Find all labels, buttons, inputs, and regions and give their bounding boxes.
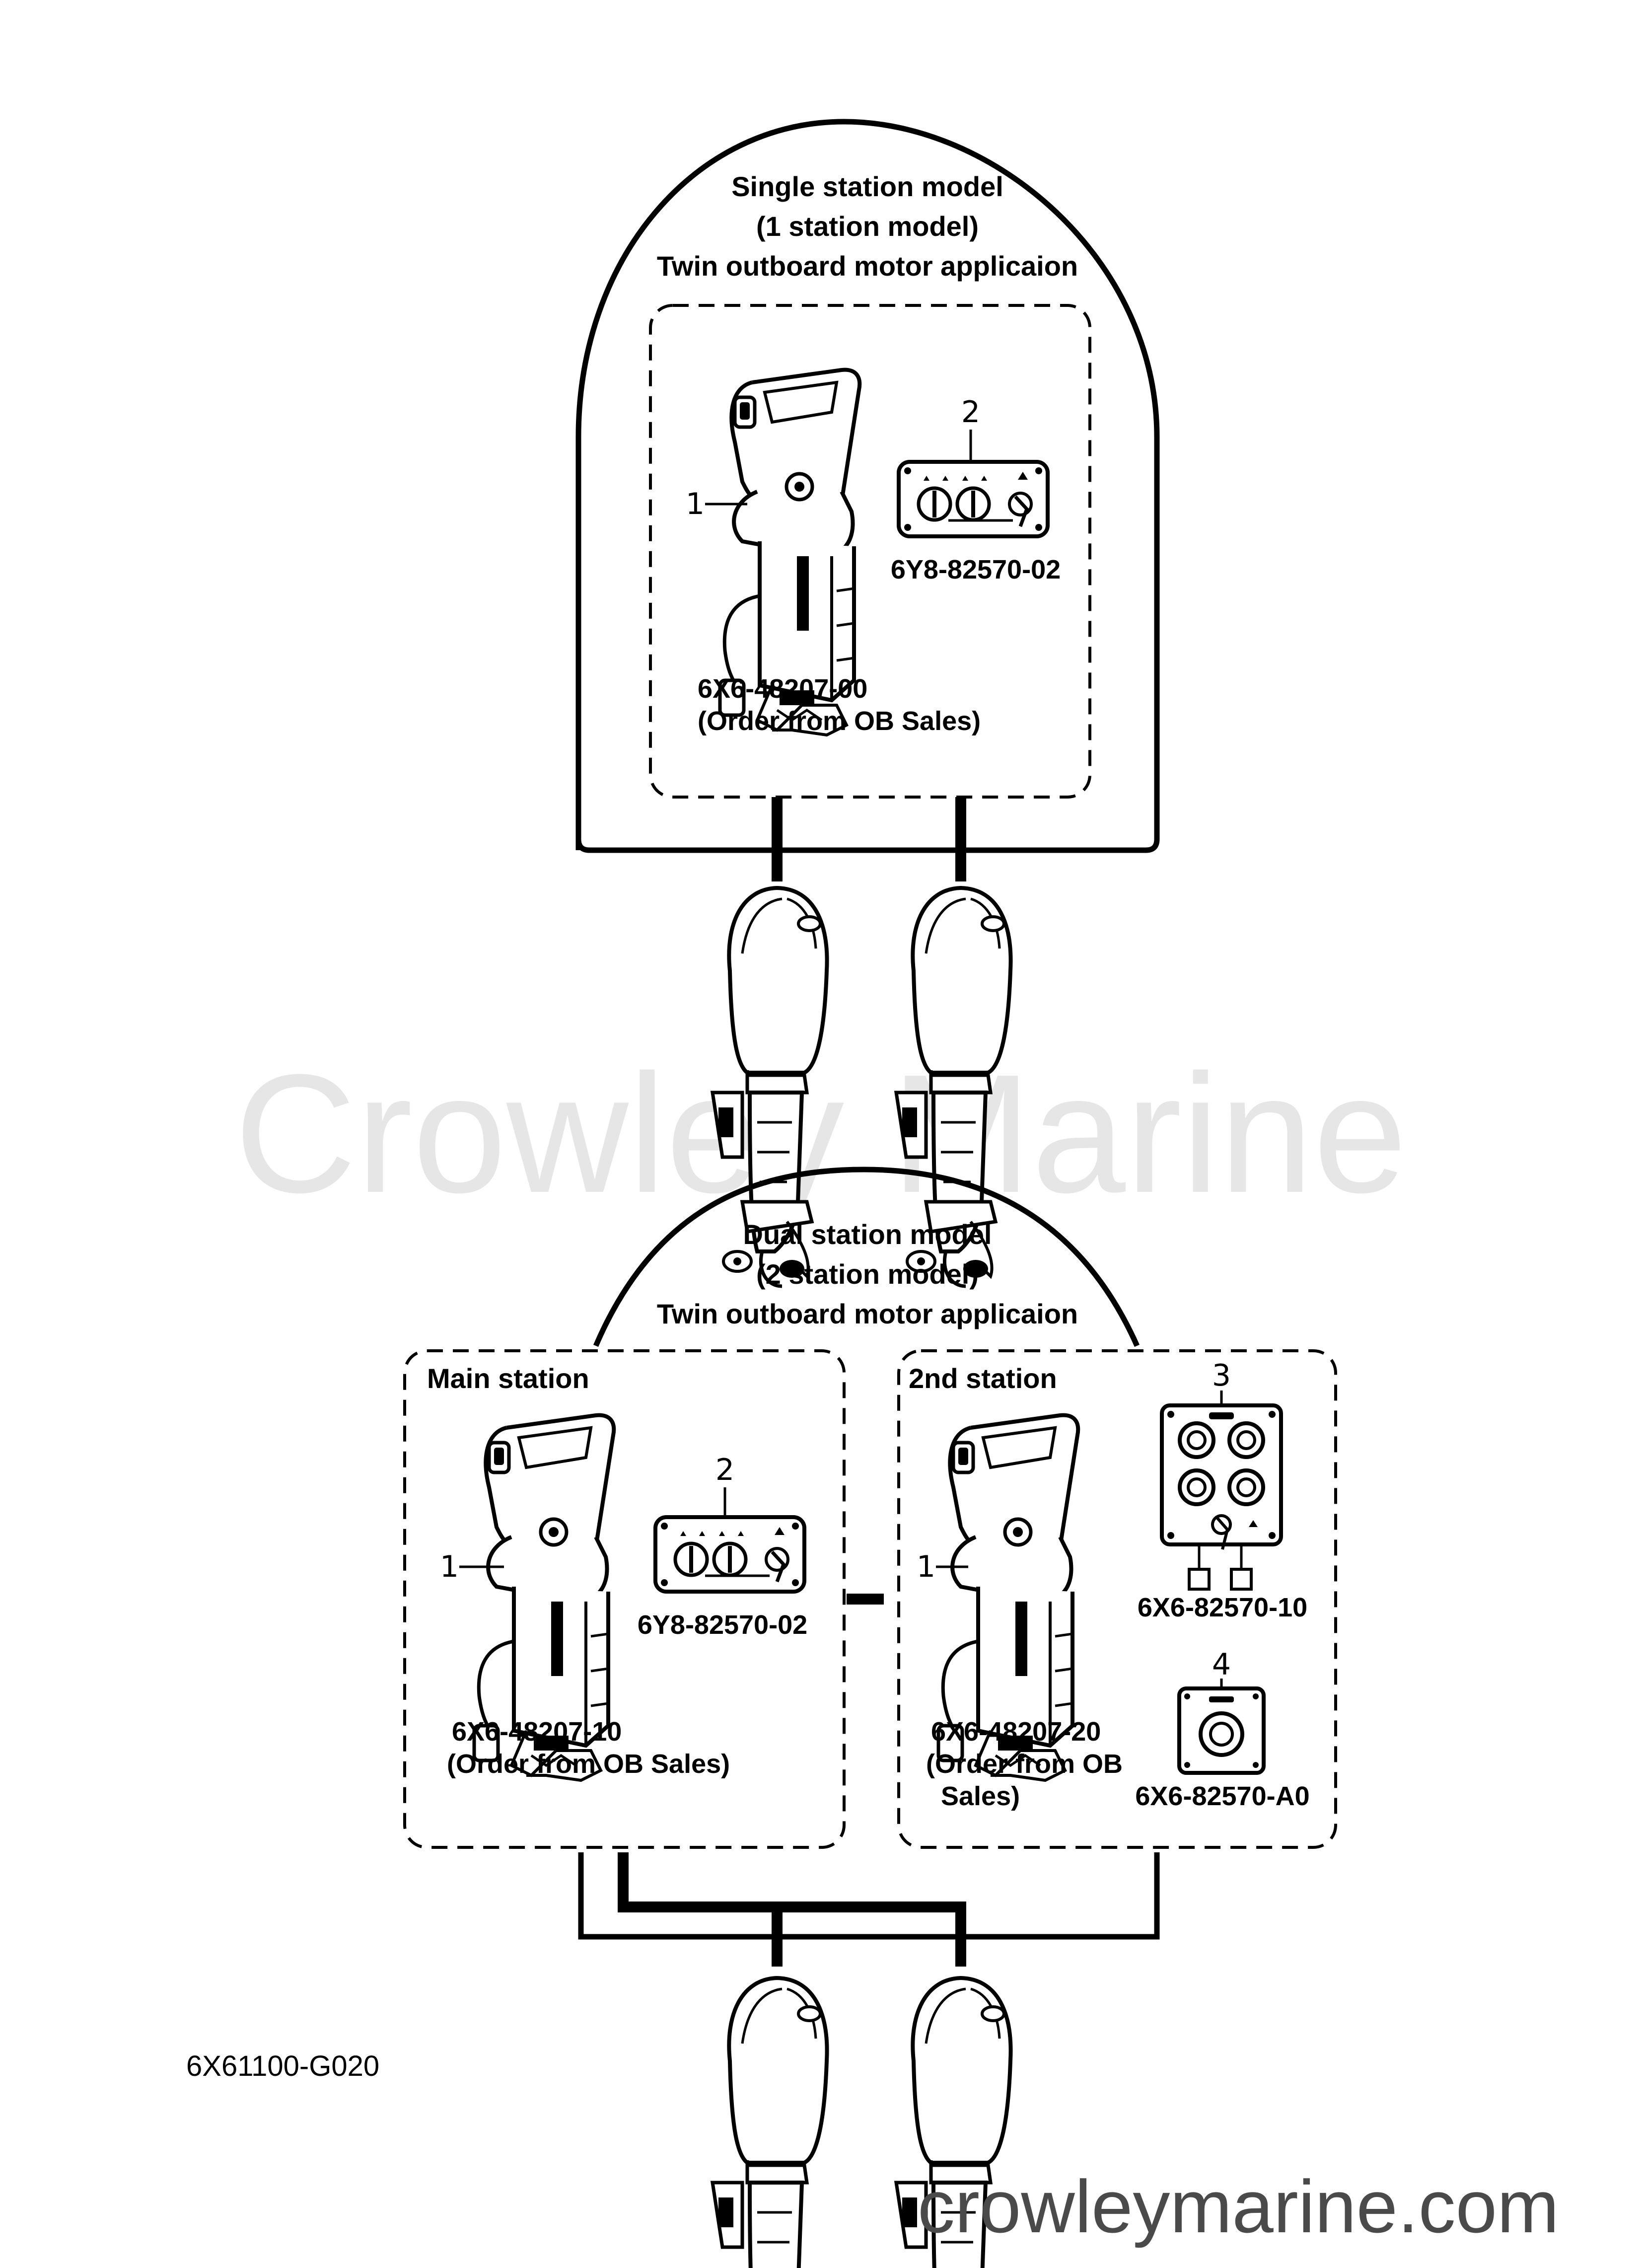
four-switch-panel-part-number: 6X6-82570-10 (1138, 1593, 1307, 1622)
single-station-components-box (649, 304, 1091, 799)
main-station-box (403, 1349, 846, 1849)
main-remote-control-order-note: (Order from OB Sales) (447, 1749, 730, 1779)
dual-outboard-motor-left-illustration (713, 1978, 827, 2268)
diagram-code: 6X61100-G020 (186, 2050, 379, 2082)
dual-station-title-2: (2 station model) (756, 1258, 979, 1290)
second-station-box (897, 1349, 1337, 1849)
second-callout-3: 3 (1212, 1358, 1231, 1393)
single-station-section: Single station model (1 station model) T… (575, 119, 1160, 1286)
second-callout-1: 1 (917, 1549, 935, 1584)
dual-station-section: Dual station model (2 station model) Twi… (403, 1167, 1337, 2268)
second-remote-control-order-note-2: Sales) (941, 1781, 1020, 1811)
main-switch-panel-illustration (655, 1517, 804, 1592)
single-station-title-2: (1 station model) (756, 211, 979, 242)
watermark-footer: crowleymarine.com (918, 2165, 1559, 2248)
cable-inner (618, 1852, 966, 1967)
cable-outer (578, 1852, 1160, 1940)
single-switch-panel-illustration (1179, 1688, 1264, 1773)
single-station-title-3: Twin outboard motor applicaion (657, 250, 1078, 282)
single-switch-panel-part-number: 6X6-82570-A0 (1135, 1781, 1309, 1811)
main-callout-2: 2 (715, 1453, 734, 1487)
single-station-enclosure (575, 119, 1160, 853)
second-remote-control-part-number: 6X6-48207-20 (931, 1717, 1101, 1747)
switch-panel-illustration (899, 462, 1048, 536)
remote-control-order-note: (Order from OB Sales) (698, 706, 981, 736)
four-switch-panel-illustration (1162, 1405, 1281, 1589)
main-remote-control-part-number: 6X6-48207-10 (452, 1717, 622, 1747)
remote-control-part-number: 6X6-48207-00 (698, 674, 867, 704)
second-callout-4: 4 (1212, 1647, 1231, 1682)
dual-station-title-1: Dual station model (743, 1219, 992, 1250)
main-callout-1: 1 (440, 1549, 459, 1584)
second-remote-control-order-note-1: (Order from OB (926, 1749, 1123, 1779)
switch-panel-part-number: 6Y8-82570-02 (891, 555, 1061, 585)
callout-2: 2 (961, 395, 980, 430)
main-station-label: Main station (427, 1363, 589, 1394)
main-switch-panel-part-number: 6Y8-82570-02 (638, 1610, 807, 1640)
dual-station-title-3: Twin outboard motor applicaion (657, 1298, 1078, 1329)
callout-1: 1 (686, 487, 705, 521)
watermark-center: Crowley Marine (234, 1039, 1407, 1229)
dual-station-arch (593, 1167, 1140, 1347)
second-station-label: 2nd station (909, 1363, 1057, 1394)
single-station-title-1: Single station model (731, 171, 1003, 202)
